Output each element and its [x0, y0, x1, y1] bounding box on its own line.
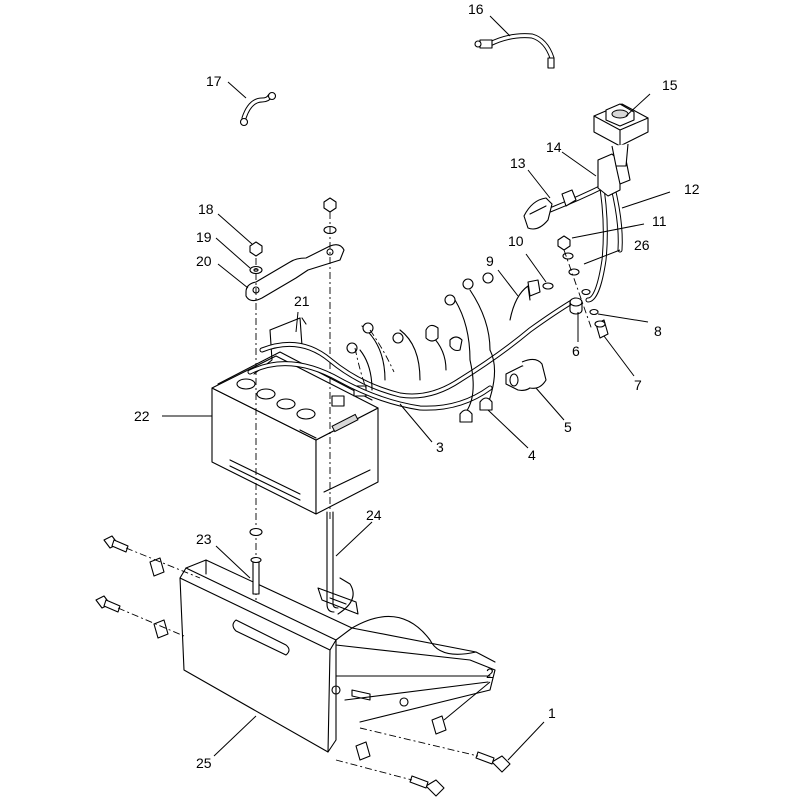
cable-assembly — [547, 153, 631, 213]
callout-9: 9 — [486, 253, 494, 269]
disconnect-switch — [593, 103, 649, 167]
ground-wire — [474, 33, 555, 69]
callout-1: 1 — [548, 705, 556, 721]
callout-17: 17 — [206, 73, 222, 89]
callout-25: 25 — [196, 755, 212, 771]
callout-13: 13 — [510, 155, 526, 171]
harness-line-a — [354, 347, 367, 389]
terminal-boot — [523, 197, 553, 230]
callout-26: 26 — [634, 237, 650, 253]
wire-harness — [247, 272, 578, 413]
screw — [594, 319, 609, 339]
lock-washer — [589, 308, 599, 316]
callout-21: 21 — [294, 293, 310, 309]
battery-tray — [179, 559, 496, 753]
callout-3: 3 — [436, 439, 444, 455]
nut-clip-front — [149, 557, 447, 761]
callout-5: 5 — [564, 419, 572, 435]
callout-12: 12 — [684, 181, 700, 197]
spacer — [569, 297, 583, 315]
callout-4: 4 — [528, 447, 536, 463]
harness-line-b — [369, 329, 395, 373]
bolt-line-4 — [335, 759, 413, 781]
jumper-wire — [239, 91, 277, 127]
battery-cable-positive — [509, 279, 554, 321]
harness-line-c — [563, 249, 593, 331]
battery-cable — [585, 173, 623, 303]
callout-24: 24 — [366, 507, 382, 523]
callout-7: 7 — [634, 377, 642, 393]
bolt-line-1 — [125, 547, 201, 579]
bolt-line-3 — [359, 727, 479, 757]
callout-19: 19 — [196, 229, 212, 245]
leader-lines — [162, 15, 671, 761]
hold-down-nut — [249, 197, 337, 257]
connector-cap — [505, 358, 547, 391]
callout-22: 22 — [134, 408, 150, 424]
bolt-line-2 — [117, 607, 185, 637]
carriage-bolt — [249, 527, 263, 595]
hose-clamp — [459, 397, 493, 423]
callout-20: 20 — [196, 253, 212, 269]
j-bolt — [326, 511, 339, 613]
callout-16: 16 — [468, 1, 484, 17]
battery — [211, 351, 379, 515]
callout-2: 2 — [486, 665, 494, 681]
callout-8: 8 — [654, 323, 662, 339]
callout-11: 11 — [652, 213, 667, 229]
callout-6: 6 — [572, 343, 580, 359]
callout-10: 10 — [508, 233, 524, 249]
callout-18: 18 — [198, 201, 214, 217]
callout-14: 14 — [546, 139, 562, 155]
nut — [557, 235, 571, 251]
callout-labels: 1 2 3 4 5 6 7 8 9 10 11 12 13 14 15 16 1… — [134, 1, 700, 771]
callout-15: 15 — [662, 77, 678, 93]
callout-23: 23 — [196, 531, 212, 547]
flat-washer — [562, 252, 591, 296]
